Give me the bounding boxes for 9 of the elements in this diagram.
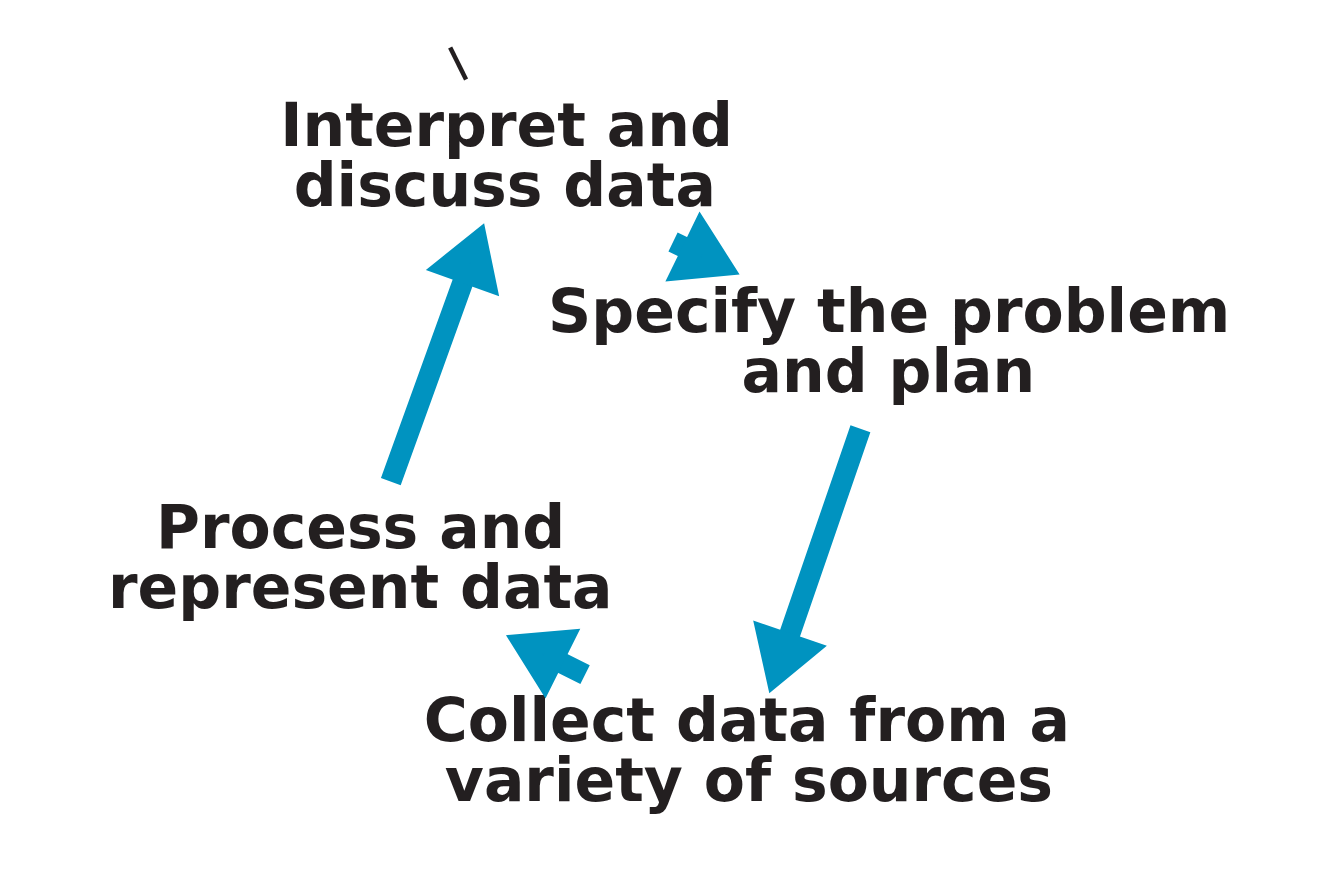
arrow (665, 211, 740, 282)
node-text: Process and represent data (107, 491, 613, 622)
connector (448, 46, 469, 81)
node-text: Interpret and discuss data (280, 90, 733, 220)
arrow (753, 425, 871, 694)
arrow (380, 223, 500, 486)
arrow (505, 628, 590, 699)
node-text: Collect data from a variety of sources (423, 684, 1070, 815)
node-text: Specify the problem and plan (548, 275, 1231, 406)
